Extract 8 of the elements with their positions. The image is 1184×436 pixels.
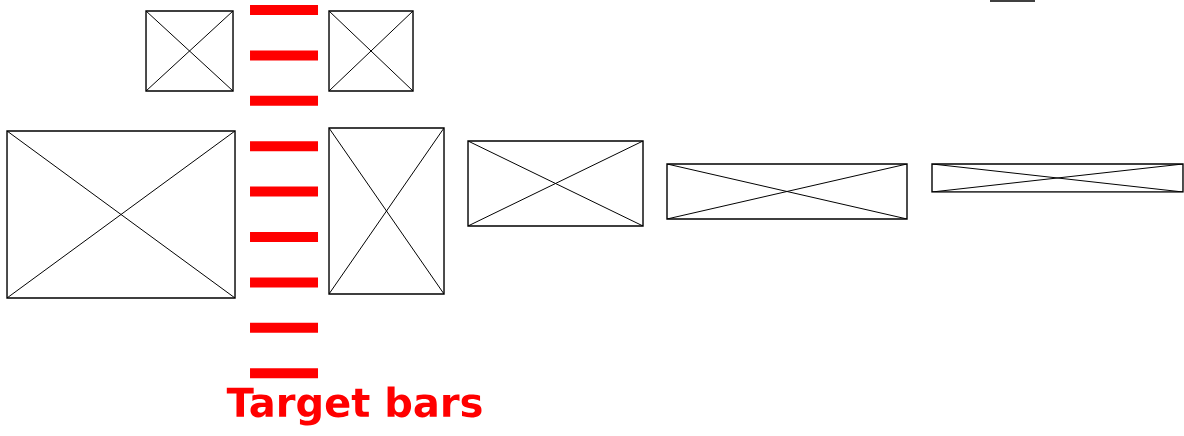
crossed-box <box>145 10 234 92</box>
crossed-box <box>467 140 644 227</box>
crossed-box <box>931 163 1184 193</box>
crossed-box <box>666 163 908 220</box>
crossed-box <box>6 130 236 299</box>
caption: Target bars <box>226 386 482 426</box>
crossed-box <box>328 127 445 295</box>
crossed-box <box>328 10 414 92</box>
